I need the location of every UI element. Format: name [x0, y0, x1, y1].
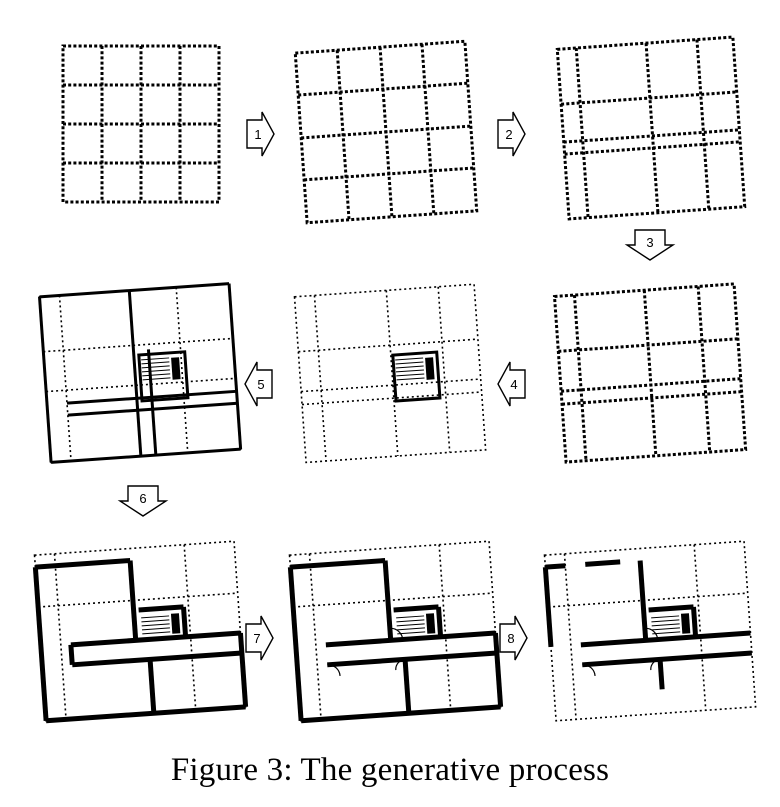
step-number-3: 3	[646, 235, 653, 250]
stair-core	[651, 613, 691, 635]
door-swings	[327, 627, 406, 677]
figure-caption: Figure 3: The generative process	[170, 752, 610, 788]
plan-step-0	[61, 44, 221, 204]
stair-core	[141, 613, 181, 635]
plan-step-8	[542, 540, 757, 722]
step-arrow-2: 2	[497, 111, 526, 157]
step-arrow-7: 7	[245, 615, 274, 661]
step-arrow-4: 4	[497, 361, 526, 407]
plan-step-7	[287, 540, 504, 724]
step-number-4: 4	[510, 377, 517, 392]
step-number-2: 2	[505, 127, 512, 142]
step-number-7: 7	[253, 631, 260, 646]
stair-core	[141, 357, 181, 381]
plan-step-1	[293, 39, 479, 225]
step-number-6: 6	[139, 491, 146, 506]
plan-step-6	[32, 540, 249, 724]
step-arrow-6: 6	[117, 485, 169, 517]
plan-step-5	[38, 282, 243, 464]
stair-core	[396, 613, 436, 635]
stair-core	[395, 357, 435, 381]
step-number-8: 8	[507, 631, 514, 646]
plan-step-2	[555, 35, 747, 221]
step-number-5: 5	[257, 377, 264, 392]
step-arrow-8: 8	[499, 615, 528, 661]
step-number-1: 1	[254, 127, 261, 142]
step-arrow-1: 1	[246, 111, 275, 157]
step-arrow-5: 5	[244, 361, 273, 407]
plan-step-4	[293, 283, 487, 464]
plan-step-3	[552, 282, 748, 464]
door-swings	[582, 627, 661, 677]
step-arrow-3: 3	[624, 229, 676, 261]
